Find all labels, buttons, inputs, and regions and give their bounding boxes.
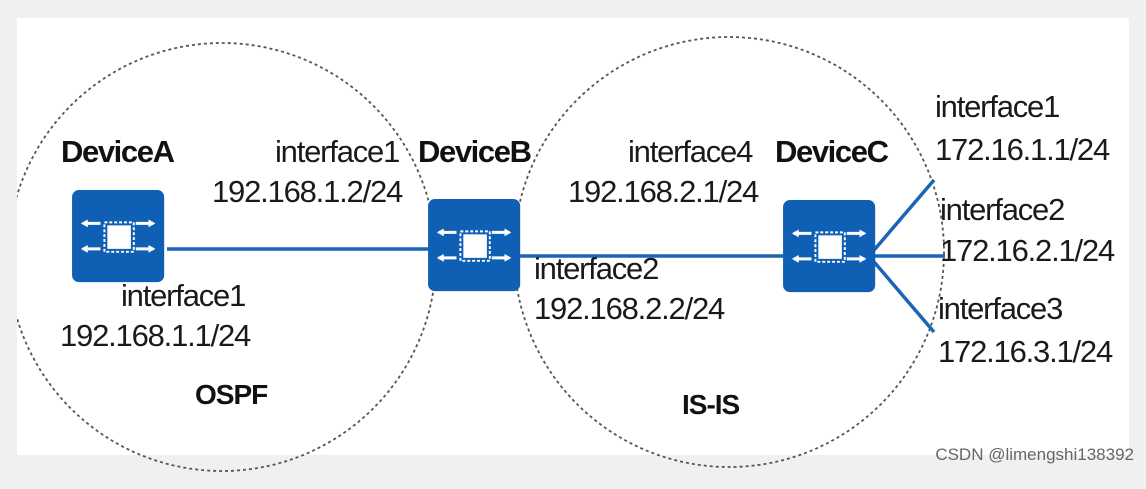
device-b-ip-right: 192.168.2.2/24 [534, 293, 724, 324]
ospf-area-label: OSPF [195, 381, 267, 409]
router-icon-a [72, 190, 164, 282]
device-b-iface-left: interface1 [275, 136, 399, 167]
device-a-iface: interface1 [121, 280, 245, 311]
device-b-iface-right: interface2 [534, 253, 658, 284]
device-a-name: DeviceA [61, 136, 174, 167]
link-c-if3 [869, 256, 934, 332]
router-icon-c [783, 200, 875, 292]
device-c-if2-name: interface2 [940, 194, 1064, 225]
device-c-if2-ip: 172.16.2.1/24 [940, 235, 1114, 266]
watermark: CSDN @limengshi138392 [935, 445, 1134, 465]
device-b-name: DeviceB [418, 136, 531, 167]
device-c-ip-left: 192.168.2.1/24 [568, 176, 758, 207]
device-c-if3-ip: 172.16.3.1/24 [938, 336, 1112, 367]
isis-area-label: IS-IS [682, 391, 739, 419]
device-a-ip: 192.168.1.1/24 [60, 320, 250, 351]
topology-diagram: DeviceA interface1 192.168.1.1/24 Device… [17, 18, 1129, 455]
link-c-if1 [869, 180, 934, 256]
device-c-if1-ip: 172.16.1.1/24 [935, 134, 1109, 165]
device-c-if3-name: interface3 [938, 293, 1062, 324]
device-c-iface-left: interface4 [628, 136, 752, 167]
device-c-name: DeviceC [775, 136, 888, 167]
device-b-ip-left: 192.168.1.2/24 [212, 176, 402, 207]
router-icon-b [428, 199, 520, 291]
device-c-if1-name: interface1 [935, 91, 1059, 122]
